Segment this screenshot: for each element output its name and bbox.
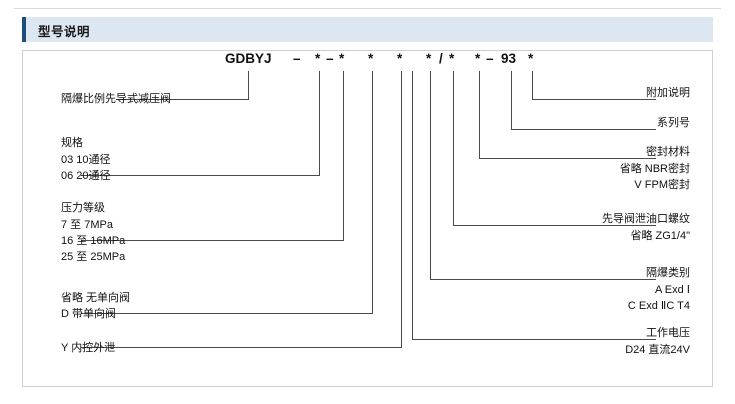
label-voltage-title: 工作电压 [646, 327, 690, 339]
label-exclass-title: 隔爆类别 [646, 267, 690, 279]
label-series-number: 系列号 [657, 117, 690, 129]
label-checkvalve-d: D 带单向阀 [61, 308, 116, 320]
code-segment-extra: * [528, 51, 534, 66]
leader-line-seal-v [479, 71, 480, 158]
code-segment-check: * [368, 51, 374, 66]
leader-line-voltage-v [412, 71, 413, 339]
label-pressure-16: 16 至 16MPa [61, 235, 126, 247]
label-additional-description: 附加说明 [646, 87, 690, 99]
label-seal-nbr: 省略 NBR密封 [619, 163, 690, 175]
leader-line-spec-v [319, 71, 320, 175]
code-segment-drain: * [397, 51, 403, 66]
code-segment-series: 93 [501, 51, 517, 66]
label-spec-title: 规格 [61, 137, 83, 149]
label-pilot-thread-title: 先导阀泄油口螺纹 [602, 213, 690, 225]
label-spec-03: 03 10通径 [61, 154, 111, 166]
label-checkvalve-none: 省略 无单向阀 [61, 292, 131, 304]
label-pilot-thread-default: 省略 ZG1/4" [630, 230, 690, 242]
leader-line-checkvalve-v [372, 71, 373, 313]
label-product-name: 隔爆比例先导式减压阀 [61, 93, 171, 105]
label-pressure-25: 25 至 25MPa [61, 251, 126, 263]
leader-line-series-v [511, 71, 512, 129]
leader-line-spec-h [81, 175, 320, 176]
code-segment-dash2: – [326, 51, 334, 66]
model-code-row: GDBYJ – * – * * * * / * * – 93 * [23, 51, 712, 73]
top-divider [14, 8, 721, 9]
code-segment-press: * [339, 51, 345, 66]
leader-line-drain-h [81, 347, 402, 348]
diagram-panel: GDBYJ – * – * * * * / * * – 93 * [22, 50, 713, 387]
leader-line-additional-h [532, 99, 656, 100]
leader-line-additional-v [532, 71, 533, 99]
label-exclass-a: A Exd Ⅰ [654, 284, 690, 296]
leader-line-seal-h [479, 158, 656, 159]
leader-line-exclass-v [430, 71, 431, 279]
code-segment-dash3: – [486, 51, 494, 66]
leader-line-series-h [511, 129, 656, 130]
code-segment-spec: * [315, 51, 321, 66]
label-voltage-d24: D24 直流24V [625, 344, 690, 356]
section-title: 型号说明 [38, 25, 91, 39]
leader-line-pressure-v [343, 71, 344, 240]
code-segment-slash: / [439, 51, 443, 66]
label-spec-06: 06 20通径 [61, 170, 111, 182]
label-internal-drain-y: Y 内控外泄 [61, 342, 116, 354]
leader-line-exclass-h [430, 279, 656, 280]
code-segment-exclass: * [449, 51, 455, 66]
leader-line-thread-v [453, 71, 454, 225]
code-segment-prefix: GDBYJ [225, 51, 272, 66]
leader-line-checkvalve-h [81, 313, 373, 314]
leader-line-thread-h [453, 225, 656, 226]
section-header: 型号说明 [22, 17, 713, 42]
leader-line-voltage-h [412, 339, 656, 340]
leader-line-product-h [116, 99, 249, 100]
label-pressure-title: 压力等级 [61, 202, 105, 214]
label-pressure-7: 7 至 7MPa [61, 219, 113, 231]
leader-line-product-v [248, 71, 249, 99]
label-seal-material-title: 密封材料 [646, 146, 690, 158]
code-segment-thread: * [475, 51, 481, 66]
leader-line-drain-v [401, 71, 402, 347]
leader-line-pressure-h [81, 240, 344, 241]
code-segment-voltage: * [426, 51, 432, 66]
label-exclass-c: C Exd ⅡC T4 [627, 300, 690, 312]
label-seal-fpm: V FPM密封 [634, 179, 690, 191]
code-segment-dash1: – [293, 51, 301, 66]
